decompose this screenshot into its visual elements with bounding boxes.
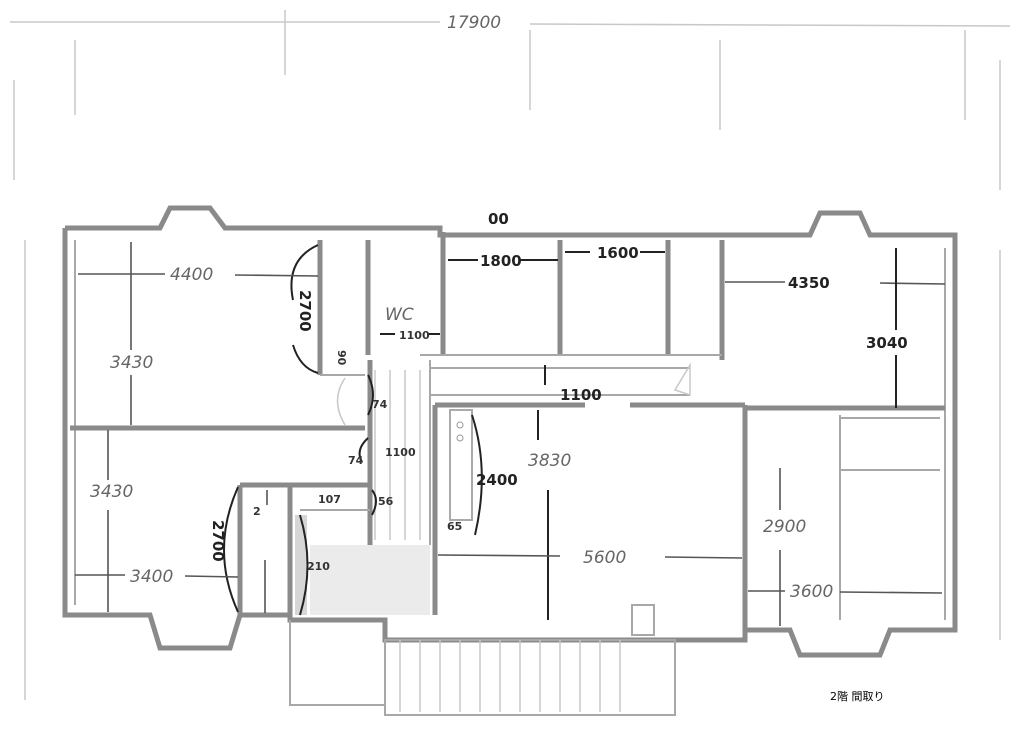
overall-dimension-line — [10, 10, 1011, 700]
interior-walls — [70, 232, 945, 636]
dim-closet-tl-small: 90 — [335, 350, 348, 366]
dim-kitchen-small: 65 — [447, 520, 462, 533]
dim-room-br-width: 3600 — [790, 582, 833, 602]
dim-ldk-width: 5600 — [583, 548, 626, 568]
dim-room-1800: 1800 — [480, 252, 522, 270]
door-swings — [223, 244, 691, 616]
outer-walls — [62, 205, 958, 658]
dim-door-74a: 74 — [372, 398, 388, 411]
staircase — [289, 370, 676, 716]
dim-closet-bl: 2700 — [209, 520, 227, 562]
dim-corridor-width: 1100 — [560, 386, 602, 404]
dim-room-tl-depth: 3430 — [110, 353, 153, 373]
dim-door-74b: 74 — [348, 454, 364, 467]
dim-stair-width: 1100 — [385, 446, 416, 459]
dim-kitchen-length: 2400 — [476, 471, 518, 489]
dim-ldk-depth: 3830 — [528, 451, 571, 471]
dim-room-1600: 1600 — [597, 244, 639, 262]
overall-width-label: 17900 — [447, 13, 501, 33]
dim-room-br-depth: 2900 — [763, 517, 806, 537]
dim-closet-bl-small: 2 — [253, 505, 261, 518]
dim-room-bl-width: 3400 — [130, 567, 173, 587]
dimension-lines — [75, 242, 946, 626]
top-mark: 00 — [488, 210, 509, 228]
dim-room-tr-width: 4350 — [788, 274, 830, 292]
dim-hall-107: 107 — [318, 493, 341, 506]
dim-hall-210: 210 — [307, 560, 330, 573]
dim-hall-56: 56 — [378, 495, 394, 508]
dim-closet-tl: 2700 — [296, 290, 314, 332]
dim-room-tl-width: 4400 — [170, 265, 213, 285]
dim-room-bl-depth: 3430 — [90, 482, 133, 502]
dim-wc-width: 1100 — [399, 329, 430, 342]
plan-caption: 2階 間取り — [830, 690, 885, 703]
dim-room-tr-depth: 3040 — [866, 334, 908, 352]
room-label-wc: WC — [385, 305, 414, 325]
